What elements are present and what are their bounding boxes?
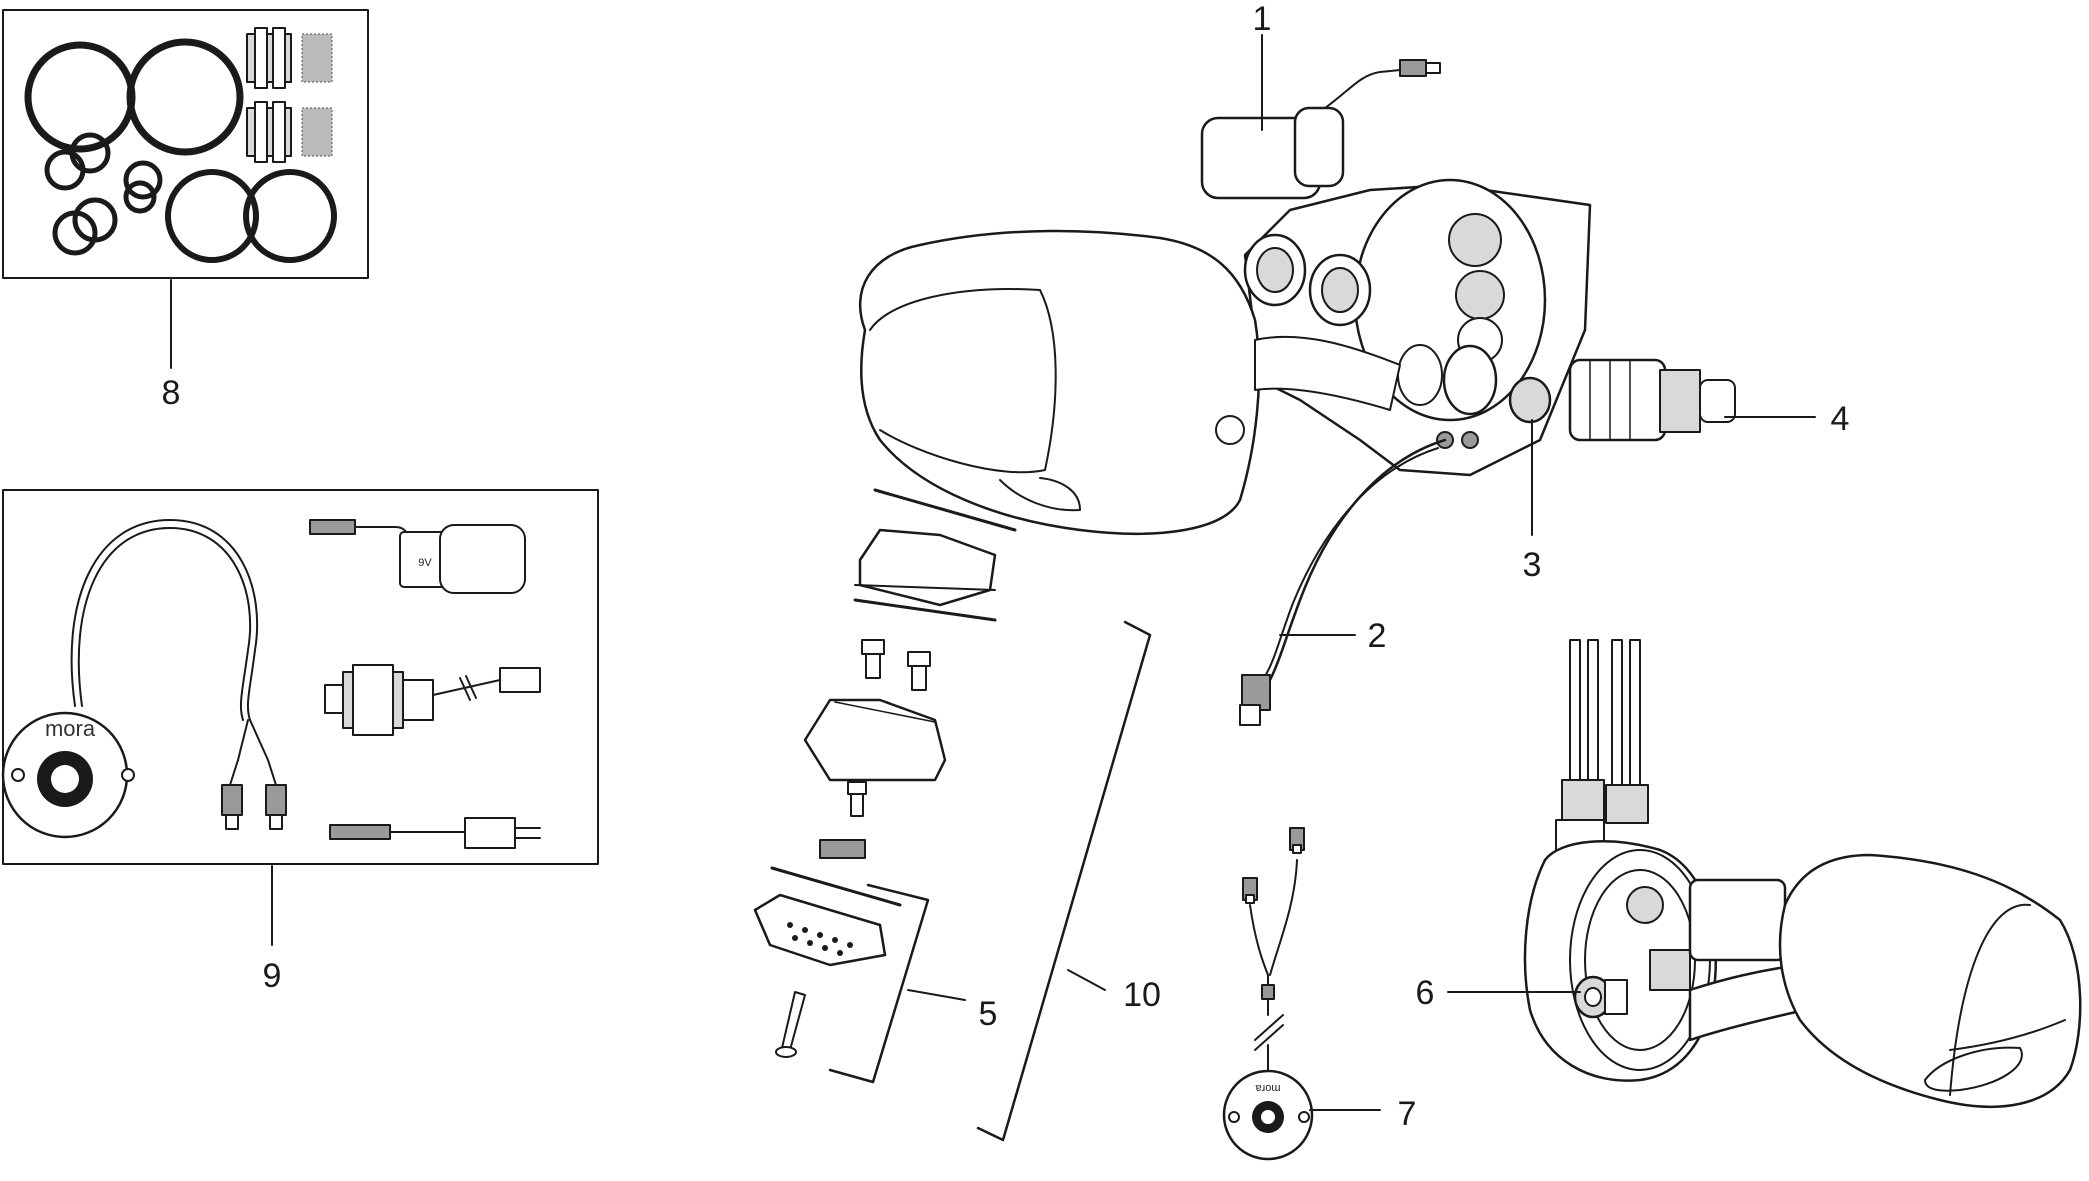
mixer-housing-exploded — [858, 178, 1592, 535]
bracket-10 — [976, 620, 1152, 1142]
callout-10: 10 — [1123, 976, 1161, 1014]
connector-b — [265, 784, 287, 816]
solenoid-valve-kit-9 — [324, 664, 541, 736]
o-ring-large-1 — [24, 41, 136, 153]
screw-hole-left — [11, 768, 25, 782]
part-2-cable: 2 — [1239, 438, 1447, 726]
kit-8-frame — [2, 9, 369, 279]
sensor-cable-loop — [70, 519, 259, 721]
front-cover — [858, 229, 1261, 535]
bracket-5 — [828, 883, 930, 1084]
spout-gasket — [858, 528, 997, 607]
washer-line-1 — [873, 488, 1017, 532]
callout-7: 7 — [1398, 1095, 1417, 1133]
leader-10 — [1067, 969, 1106, 991]
kit-9-frame — [2, 489, 599, 865]
part-4-cartridge: 4 — [1568, 358, 1850, 442]
screw-single — [847, 781, 867, 817]
o-ring-large-4 — [243, 169, 337, 263]
battery-label: 9V — [418, 557, 432, 569]
pin — [770, 866, 902, 907]
callout-8: 8 — [162, 374, 181, 412]
o-ring-large-3 — [165, 169, 259, 263]
cable-connector-kit-9 — [329, 817, 541, 849]
mixer-cover — [1778, 853, 2082, 1108]
callout-9: 9 — [263, 957, 282, 995]
washer-line-2 — [853, 598, 997, 622]
exploded-stack: 5 10 — [753, 488, 1161, 1142]
assembled-mixer: 6 — [1416, 639, 2082, 1108]
o-ring-small-4 — [123, 180, 157, 214]
sensor-brand-kit-9: mora — [45, 716, 96, 741]
part-3-nut: 3 — [1442, 344, 1552, 584]
screw-hole-right — [121, 768, 135, 782]
check-valve-1 — [246, 27, 292, 89]
callout-1: 1 — [1253, 0, 1272, 38]
o-ring-small-3 — [123, 160, 163, 200]
part-6-valve-nut — [1573, 975, 1628, 1019]
screws-pair — [861, 639, 931, 691]
o-ring-small-1 — [69, 132, 111, 174]
part-1-battery: 1 — [1200, 0, 1441, 200]
part-7-sensor: mora 7 — [1222, 827, 1417, 1161]
filter-screen-2 — [301, 107, 333, 157]
callout-2: 2 — [1368, 617, 1387, 655]
long-screw — [781, 991, 806, 1051]
battery-9v-kit-9: 9V — [309, 519, 526, 594]
pipe-fittings — [1243, 233, 1443, 406]
o-ring-large-2 — [126, 38, 244, 156]
clip — [819, 839, 866, 859]
callout-6: 6 — [1416, 974, 1435, 1012]
sensor-unit-kit-9: mora — [1, 711, 135, 839]
aerator-head — [753, 893, 887, 967]
connector-a — [221, 784, 243, 816]
check-valve-2 — [246, 101, 292, 163]
callout-5: 5 — [979, 995, 998, 1033]
spout-body — [803, 698, 947, 782]
kit-8-seal-set: 8 — [2, 9, 369, 412]
o-ring-small-2 — [44, 149, 86, 191]
filter-screen-1 — [301, 33, 333, 83]
sensor-brand-part-7: mora — [1255, 1082, 1281, 1094]
kit-9-electronics-set: mora 9V 9 — [1, 489, 599, 995]
callout-3: 3 — [1523, 546, 1542, 584]
leader-5 — [907, 989, 966, 1001]
sensor-cable-split — [229, 719, 277, 786]
supply-pipes — [1555, 639, 1649, 859]
callout-4: 4 — [1831, 400, 1850, 438]
o-ring-small-6 — [52, 210, 98, 256]
